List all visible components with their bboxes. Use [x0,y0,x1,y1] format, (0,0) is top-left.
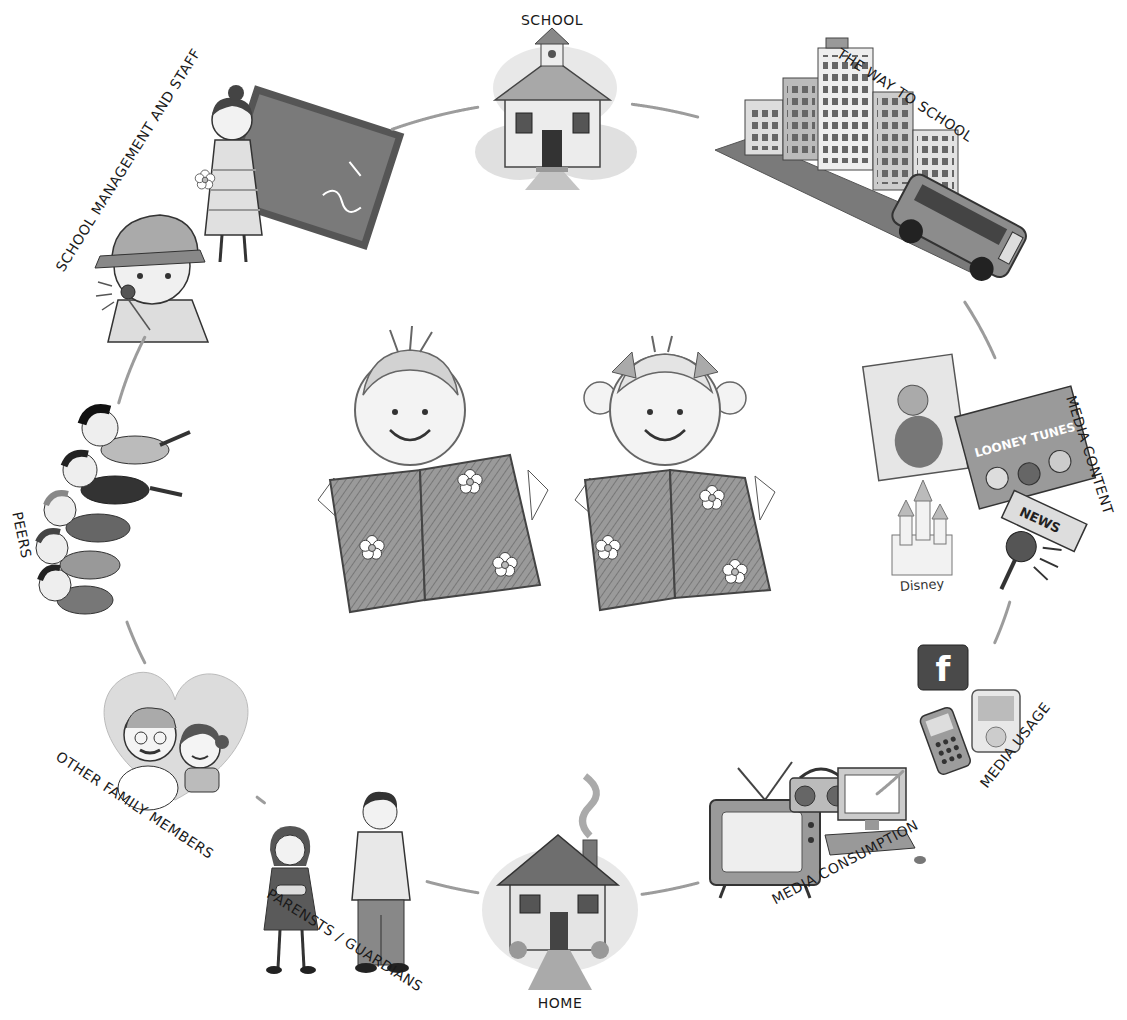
street-scene [715,38,1029,291]
ring-label: HOME [538,995,582,1011]
ring-connector [427,882,478,893]
ring-connector [392,107,477,129]
ring-label: PEERS [9,510,34,560]
ring-item: MEDIA CONTENT [860,360,1115,600]
ring-connector [642,883,698,894]
ring-connector [965,302,995,358]
ring-item: SCHOOL MANAGEMENT AND STAFF [40,35,390,335]
girl-reading [575,336,775,610]
ring-item: PEERS [5,405,205,620]
logo-text: f [936,652,951,686]
ring-connector [257,797,264,803]
ring-connector [877,771,903,793]
ring-label: SCHOOL [521,12,583,28]
ring-item: PARENSTS / GUARDIANS [245,805,425,990]
logo-text: Disney [899,577,944,593]
ring-connector [995,602,1010,643]
ring-label: PARENSTS / GUARDIANS [264,885,425,994]
ring-connector [632,104,697,117]
ring-item: SCHOOL [480,5,630,190]
ring-label: THE WAY TO SCHOOL [834,45,976,145]
ring-item: MEDIA CONSUMPTION [700,740,875,910]
ring-item: MEDIA USAGE [905,645,1055,785]
ring-label: OTHER FAMILY MEMBERS [53,748,217,862]
parents-figures [264,792,410,974]
ring-connector [127,622,145,663]
ring-label: SCHOOL MANAGEMENT AND STAFF [52,46,203,275]
home-house [482,776,638,990]
media-posters [863,354,1096,610]
ring-label: MEDIA USAGE [977,699,1054,791]
school-building [475,28,637,190]
ring-item: HOME [480,800,640,1015]
ring-connector [119,337,145,403]
ring-label: MEDIA CONTENT [1063,394,1117,517]
ring-item: OTHER FAMILY MEMBERS [45,665,255,880]
boy-reading [318,326,548,612]
ring-label: MEDIA CONSUMPTION [769,817,921,908]
ring-item: THE WAY TO SCHOOL [700,30,1030,300]
peer-group [36,409,190,614]
